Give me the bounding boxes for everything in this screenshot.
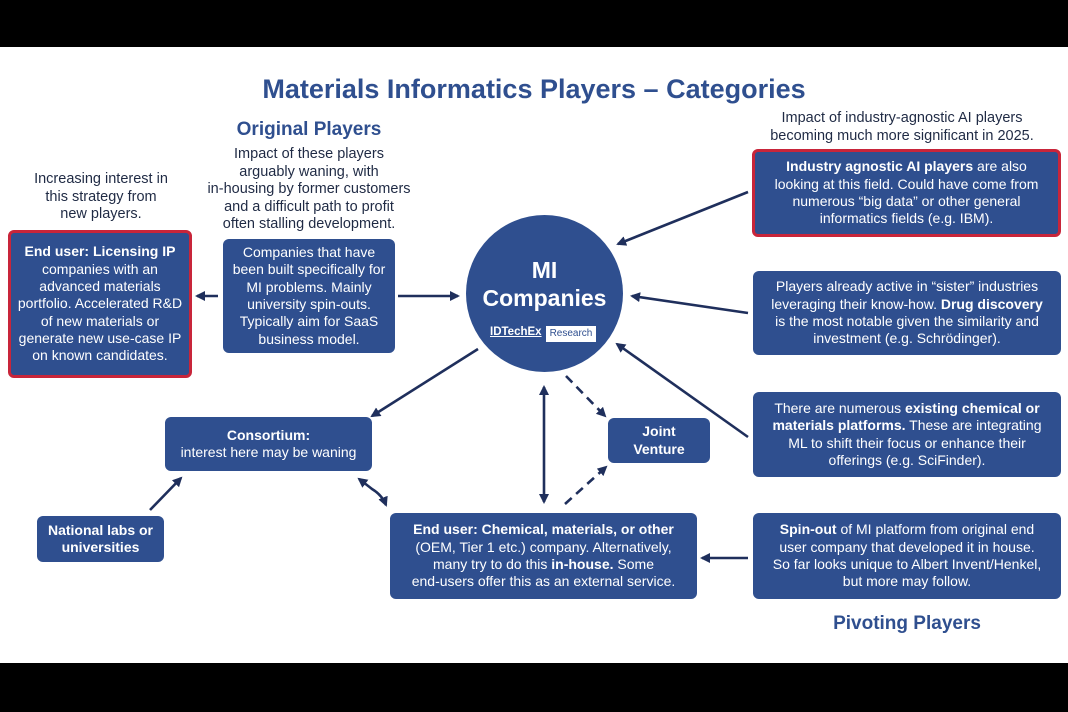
arrow-agnostic-to-mi	[616, 190, 749, 246]
licensing-title: End user: Licensing IP	[24, 243, 176, 260]
box-line: looking at this field. Could have come f…	[774, 175, 1039, 192]
dashed-mi-to-jv	[565, 375, 607, 418]
box-text: are also	[973, 158, 1027, 175]
box-line: investment (e.g. Schrödinger).	[813, 330, 1001, 347]
industry-agnostic-box: Industry agnostic AI players are also lo…	[752, 149, 1061, 237]
arrow-existing-to-mi	[615, 342, 749, 439]
box-line: business model.	[258, 330, 360, 347]
box-text: Some	[613, 556, 654, 572]
note-line: arguably waning, with	[239, 163, 379, 180]
joint-venture-box: Joint Venture	[608, 418, 710, 463]
pivoting-players-heading: Pivoting Players	[833, 613, 981, 634]
box-line: of new materials or	[40, 312, 160, 329]
box-line: Players already active in “sister” indus…	[775, 278, 1039, 295]
box-text: There are numerous	[774, 399, 906, 416]
box-line: universities	[61, 539, 140, 555]
box-text: These are integrating	[905, 417, 1042, 434]
box-line: but more may follow.	[842, 573, 972, 590]
enduser-title: End user: Chemical, materials, or other	[413, 521, 674, 538]
box-line: end-users offer this as an external serv…	[411, 573, 676, 590]
mi-companies-node: MI Companies IDTechEx Research	[466, 215, 623, 372]
box-text: leveraging their know-how.	[771, 295, 941, 312]
sister-industries-box: Players already active in “sister” indus…	[753, 271, 1061, 355]
in-house-label: in-house.	[551, 556, 614, 572]
national-labs-box: National labs or universities	[37, 516, 164, 562]
box-line: ML to shift their focus or enhance their	[788, 434, 1026, 451]
box-text: many try to do this	[433, 556, 552, 572]
enduser-box: End user: Chemical, materials, or other …	[390, 513, 697, 599]
logo-tag: Research	[545, 326, 597, 342]
arrow-mi-to-consortium	[370, 347, 479, 418]
box-line: portfolio. Accelerated R&D	[17, 295, 183, 312]
box-line: Companies that have	[242, 244, 376, 261]
consortium-box: Consortium: interest here may be waning	[165, 417, 372, 471]
original-players-note: Impact of these players arguably waning,…	[200, 146, 418, 234]
note-line: Impact of industry-agnostic AI players	[781, 110, 1023, 126]
existing-platforms-box: There are numerous existing chemical or …	[753, 392, 1061, 477]
left-strategy-note: Increasing interest in this strategy fro…	[16, 171, 186, 224]
existing-title-cont: materials platforms.	[772, 417, 906, 434]
agnostic-title: Industry agnostic AI players	[786, 158, 974, 175]
note-line: Increasing interest in	[34, 171, 168, 187]
box-line: been built specifically for	[232, 261, 386, 278]
dashed-enduser-to-jv	[564, 465, 608, 505]
box-line: is the most notable given the similarity…	[775, 313, 1039, 329]
note-line: and a difficult path to profit	[224, 198, 394, 215]
diagram-canvas: Materials Informatics Players – Categori…	[0, 47, 1068, 663]
existing-title: existing chemical or	[905, 399, 1040, 416]
note-line: new players.	[60, 206, 142, 222]
original-players-box: Companies that have been built specifica…	[223, 239, 395, 353]
box-line: companies with an	[42, 260, 158, 277]
logo-wordmark: IDTechEx	[490, 326, 542, 338]
licensing-ip-box: End user: Licensing IP companies with an…	[8, 230, 192, 378]
box-line: Typically aim for SaaS	[239, 313, 379, 330]
box-line: advanced materials	[39, 278, 161, 295]
arrow-sister-to-mi	[630, 292, 749, 315]
spinout-box: Spin-out of MI platform from original en…	[753, 513, 1061, 599]
arrow-consortium-enduser-curve	[357, 477, 388, 507]
box-line: informatics fields (e.g. IBM).	[819, 210, 994, 227]
box-line: offerings (e.g. SciFinder).	[828, 451, 986, 468]
box-line: on known candidates.	[32, 347, 168, 364]
box-line: university spin-outs.	[247, 296, 371, 312]
arrow-national-to-consortium	[149, 476, 183, 511]
mi-label: MI	[531, 257, 558, 283]
box-line: user company that developed it in house.	[779, 538, 1035, 555]
spinout-title: Spin-out	[779, 521, 837, 538]
box-line: National labs or	[47, 521, 154, 538]
idtechex-logo: IDTechEx Research	[490, 326, 600, 342]
box-line: MI problems. Mainly	[246, 278, 372, 295]
original-players-heading: Original Players	[236, 119, 382, 140]
box-line: (OEM, Tier 1 etc.) company. Alternativel…	[415, 538, 672, 555]
drug-discovery-label: Drug discovery	[940, 295, 1043, 312]
note-line: often stalling development.	[222, 216, 396, 232]
diagram-title: Materials Informatics Players – Categori…	[262, 74, 806, 104]
connector-layer	[149, 190, 749, 563]
joint-venture-label: Joint Venture	[633, 423, 685, 457]
note-line: in-housing by former customers	[207, 181, 411, 197]
companies-label: Companies	[482, 285, 607, 311]
box-line: numerous “big data” or other general	[792, 193, 1021, 209]
box-line: interest here may be waning	[180, 444, 357, 460]
box-text: of MI platform from original end	[836, 521, 1035, 538]
box-line: generate new use-case IP	[18, 329, 182, 346]
right-impact-note: Impact of industry-agnostic AI players b…	[744, 110, 1060, 145]
note-line: this strategy from	[45, 188, 157, 205]
consortium-title: Consortium:	[226, 426, 311, 443]
note-line: becoming much more significant in 2025.	[770, 127, 1034, 144]
note-line: Impact of these players	[234, 146, 384, 162]
box-line: So far looks unique to Albert Invent/Hen…	[772, 556, 1042, 572]
